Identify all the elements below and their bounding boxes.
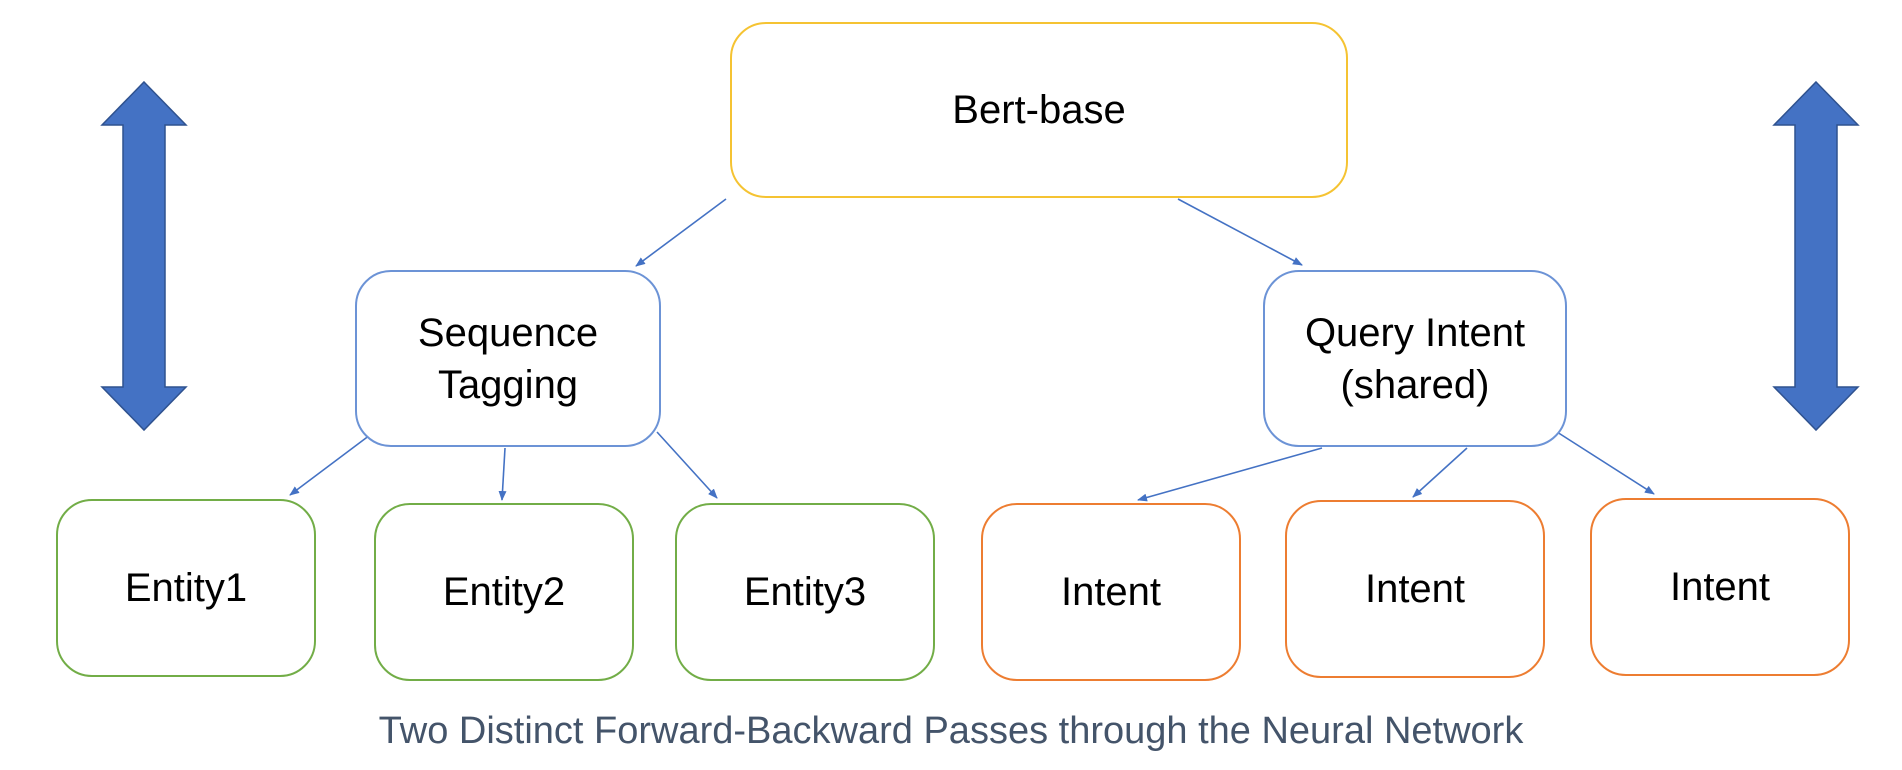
diagram-caption: Two Distinct Forward-Backward Passes thr… [378, 710, 1524, 752]
connector-query-to-intent3 [1556, 431, 1655, 495]
sequence-tagging-label-line1: Sequence [417, 310, 599, 355]
sequence-tagging-node: Sequence Tagging [355, 270, 661, 447]
entity1-node: Entity1 [56, 499, 316, 677]
intent2-node: Intent [1285, 500, 1545, 678]
query-intent-node: Query Intent (shared) [1263, 270, 1567, 447]
entity1-label: Entity1 [124, 566, 248, 610]
connector-query-to-intent2 [1412, 447, 1468, 498]
intent2-label: Intent [1364, 567, 1466, 611]
intent3-label: Intent [1669, 565, 1771, 609]
left-double-arrow-icon [100, 80, 188, 432]
entity2-label: Entity2 [442, 570, 566, 614]
query-intent-label-line2: (shared) [1340, 362, 1490, 407]
intent3-node: Intent [1590, 498, 1850, 676]
connector-bert-to-sequence [635, 198, 727, 267]
connector-sequence-to-entity2 [498, 447, 507, 501]
entity3-label: Entity3 [743, 570, 867, 614]
connector-sequence-to-entity3 [656, 431, 718, 499]
connector-bert-to-query [1177, 198, 1303, 266]
intent1-label: Intent [1060, 570, 1162, 614]
bert-base-node: Bert-base [730, 22, 1348, 198]
intent1-node: Intent [981, 503, 1241, 681]
query-intent-label-line1: Query Intent [1304, 310, 1526, 355]
entity2-node: Entity2 [374, 503, 634, 681]
connector-query-to-intent1 [1137, 447, 1323, 502]
bert-base-label: Bert-base [952, 88, 1126, 132]
connector-sequence-to-entity1 [289, 431, 375, 496]
entity3-node: Entity3 [675, 503, 935, 681]
sequence-tagging-label-line2: Tagging [437, 362, 579, 407]
right-double-arrow-icon [1772, 80, 1860, 432]
